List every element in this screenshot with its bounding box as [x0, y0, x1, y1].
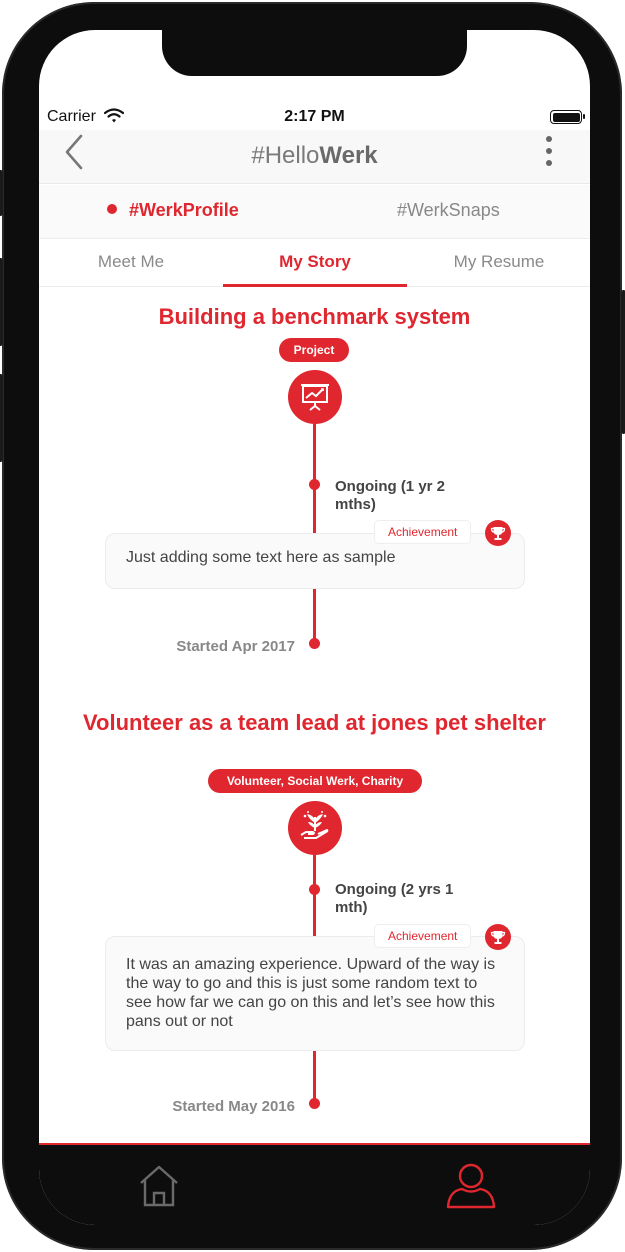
notch [162, 30, 467, 76]
trophy-icon[interactable] [485, 520, 511, 546]
more-vertical-icon[interactable] [542, 136, 556, 168]
story-title: Volunteer as a team lead at jones pet sh… [83, 710, 546, 735]
chevron-left-icon[interactable] [61, 132, 91, 172]
story-title: Building a benchmark system [158, 304, 471, 329]
active-tab-indicator [223, 284, 407, 287]
wifi-icon [104, 108, 124, 123]
active-dot [107, 204, 117, 214]
story-tag: Project [279, 338, 349, 362]
achievement-badge: Achievement [374, 520, 472, 544]
story-tag: Volunteer, Social Werk, Charity [208, 769, 422, 793]
segment-werk-profile[interactable]: #WerkProfile [107, 200, 239, 221]
app-title: #HelloWerk [251, 142, 378, 169]
achievement-badge: Achievement [374, 924, 472, 948]
bottom-tab-bar [39, 1143, 590, 1225]
status-bar: Carrier 2:17 PM [39, 106, 590, 130]
segment-werk-snaps[interactable]: #WerkSnaps [397, 200, 500, 220]
trophy-icon[interactable] [485, 924, 511, 950]
presentation-chart-icon [288, 370, 342, 424]
hand-plant-icon [288, 801, 342, 855]
story-started: Started May 2016 [172, 1098, 295, 1115]
story-card[interactable]: Just adding some text here as sample [105, 533, 525, 589]
story-duration: Ongoing (2 yrs 1 mth) [335, 881, 454, 916]
story-text: Just adding some text here as sample [126, 549, 396, 566]
volume-down-button [0, 374, 3, 462]
story-duration: Ongoing (1 yr 2 mths) [335, 478, 446, 513]
power-button [621, 290, 625, 434]
app-screen: Carrier 2:17 PM #HelloWerk #WerkProfile … [39, 30, 590, 1225]
story-timeline: Building a benchmark system Project [39, 288, 590, 1143]
tab-meet-me[interactable]: Meet Me [97, 252, 165, 271]
profile-segment-bar: #WerkProfile #WerkSnaps [39, 185, 590, 239]
mute-switch [0, 170, 3, 216]
timeline-dot [309, 884, 320, 895]
clock: 2:17 PM [284, 108, 345, 125]
profile-tabs: Meet Me My Story My Resume [39, 239, 590, 287]
story-started: Started Apr 2017 [176, 638, 295, 655]
user-icon[interactable] [445, 1161, 497, 1209]
story-text: It was an amazing experience. Upward of … [126, 956, 496, 1030]
carrier-label: Carrier [47, 108, 96, 125]
tab-my-story[interactable]: My Story [279, 252, 351, 271]
tab-my-resume[interactable]: My Resume [453, 252, 545, 271]
nav-bar: #HelloWerk [39, 130, 590, 184]
volume-up-button [0, 258, 3, 346]
timeline-dot [309, 479, 320, 490]
timeline-dot [309, 1098, 320, 1109]
story-card[interactable]: It was an amazing experience. Upward of … [105, 936, 525, 1051]
battery-icon [550, 110, 585, 124]
timeline-dot [309, 638, 320, 649]
home-icon[interactable] [137, 1163, 181, 1209]
